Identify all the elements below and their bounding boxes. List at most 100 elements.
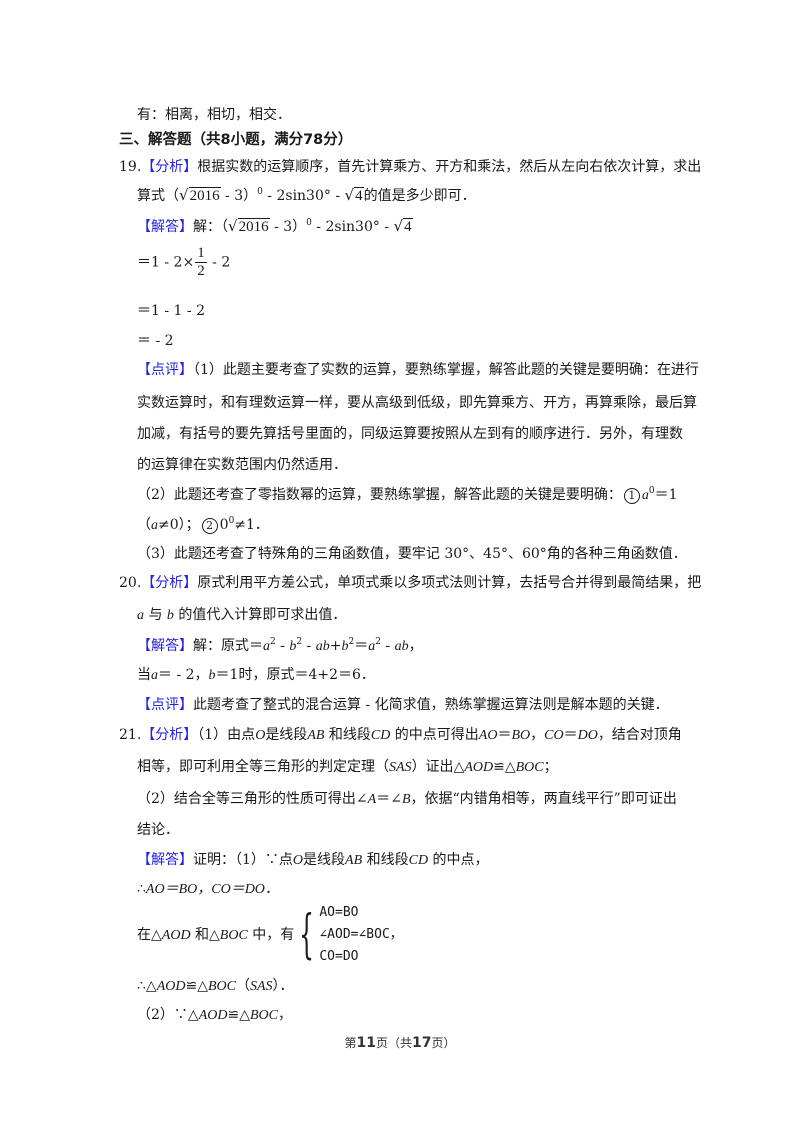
text: 的中点， bbox=[432, 852, 489, 868]
text: 和线段 bbox=[328, 727, 371, 743]
exponent: 0 bbox=[257, 187, 263, 197]
system-eq-1: AO=BO bbox=[319, 905, 359, 920]
sqrt-4: √4 bbox=[393, 217, 413, 235]
text: 是线段 bbox=[265, 727, 308, 743]
text: 是线段 bbox=[303, 852, 346, 868]
text: ≠1． bbox=[234, 517, 269, 533]
circled-one: 1 bbox=[623, 488, 640, 504]
q19-answer-line: 【解答】解：（√2016 - 3）0 - 2sin30° - √4 bbox=[137, 217, 413, 236]
text: 算式（ bbox=[137, 188, 179, 204]
q21-proof-line1: 【解答】证明：（1）∵点O是线段AB 和线段CD 的中点， bbox=[137, 852, 489, 868]
q21-proof-conclusion: ∴△AOD≌△BOC（SAS）． bbox=[137, 978, 294, 994]
therefore-symbol: ∴ bbox=[137, 881, 146, 897]
exponent: 0 bbox=[306, 218, 312, 228]
q21-proof-part2: （2）∵△AOD≌△BOC， bbox=[137, 1007, 292, 1023]
section-title: 三、解答题（共8小题，满分78分） bbox=[119, 132, 353, 148]
sqrt-4: √4 bbox=[344, 186, 364, 204]
var-a: a bbox=[137, 608, 144, 623]
previous-answer-tail: 有：相离，相切，相交． bbox=[137, 107, 291, 123]
text: 和线段 bbox=[366, 852, 409, 868]
text: 此题考查了整式的混合运算 - 化简求值，熟练掌握运算法则是解本题的关键． bbox=[193, 697, 669, 713]
q20-substitution: 当a＝ - 2，b＝1时，原式＝4+2＝6． bbox=[137, 666, 375, 685]
answer-label: 【解答】 bbox=[137, 219, 193, 235]
analysis-label: 【分析】 bbox=[141, 727, 198, 743]
q19-comment-1d: 的运算律在实数范围内仍然适用． bbox=[137, 457, 347, 473]
text: ≠0）； bbox=[158, 517, 200, 533]
q21-proof-line2: ∴AO＝BO，CO＝DO． bbox=[137, 880, 279, 899]
radicand: 4 bbox=[403, 218, 413, 235]
text: （2）此题还考查了零指数幂的运算，要熟练掌握，解答此题的关键是要明确： bbox=[137, 487, 622, 503]
text: 当 bbox=[137, 667, 151, 683]
circled-two: 2 bbox=[201, 518, 218, 534]
q19-step3: ＝ - 2 bbox=[137, 333, 174, 349]
q19-comment-1a: 【点评】（1）此题主要考查了实数的运算，要熟练掌握，解答此题的关键是要明确：在进… bbox=[137, 361, 699, 379]
text: 与 bbox=[144, 607, 167, 623]
text: （1）由点 bbox=[197, 727, 256, 743]
q19-analysis-line2: 算式（√2016 - 3）0 - 2sin30° - √4的值是多少即可． bbox=[137, 186, 476, 205]
text: - 2 bbox=[207, 254, 231, 271]
radicand: 2016 bbox=[237, 218, 270, 235]
q19-analysis-line1: 19.【分析】根据实数的运算顺序，首先计算乘方、开方和乘法，然后从左向右依次计算… bbox=[119, 158, 701, 176]
text: 在△ bbox=[137, 927, 162, 943]
text: ，依据“内错角相等，两直线平行”即可证出 bbox=[410, 791, 677, 807]
text: ＝1时，原式＝4+2＝6． bbox=[215, 667, 375, 683]
page-footer: 第11页（共17页） bbox=[0, 1034, 800, 1051]
q21-analysis-line2: 相等，即可利用全等三角形的判定定理（SAS）证出△AOD≌△BOC； bbox=[137, 759, 558, 775]
text: ＝ - 2， bbox=[158, 667, 209, 683]
text: 中，有 bbox=[252, 927, 295, 943]
text: ＝1 - 2× bbox=[137, 254, 195, 271]
q19-comment-1c: 加减，有括号的要先算括号里面的，同级运算要按照从左到有的顺序进行．另外，有理数 bbox=[137, 426, 683, 442]
comment-label: 【点评】 bbox=[137, 362, 193, 378]
answer-label: 【解答】 bbox=[137, 852, 193, 868]
text: 的值代入计算即可求出值． bbox=[173, 607, 347, 623]
text: 页） bbox=[431, 1036, 456, 1050]
var-b: b bbox=[208, 668, 216, 683]
q21-number: 21. bbox=[119, 727, 142, 743]
system-eq-3: CO=DO bbox=[319, 949, 359, 964]
q20-answer-line: 【解答】解：原式＝a2 - b2 - ab+b2＝a2 - ab， bbox=[137, 637, 423, 655]
q20-comment: 【点评】此题考查了整式的混合运算 - 化简求值，熟练掌握运算法则是解本题的关键． bbox=[137, 696, 669, 714]
system-eq-2: ∠AOD=∠BOC， bbox=[319, 927, 403, 942]
q19-step2: ＝1 - 1 - 2 bbox=[137, 303, 205, 319]
text: ，结合对顶角 bbox=[597, 727, 682, 743]
q20-analysis-line2: a 与 b 的值代入计算即可求出值． bbox=[137, 606, 346, 625]
q19-analysis-text: 根据实数的运算顺序，首先计算乘方、开方和乘法，然后从左向右依次计算，求出 bbox=[197, 159, 702, 175]
q21-proof-system: 在△AOD 和△BOC 中，有{ AO=BO ∠AOD=∠BOC， CO=DO bbox=[137, 902, 403, 968]
comment-label: 【点评】 bbox=[137, 697, 193, 713]
q20-analysis-line1: 20.【分析】原式利用平方差公式，单项式乘以多项式法则计算，去括号合并得到最简结… bbox=[119, 574, 701, 592]
text: 解：（ bbox=[193, 219, 228, 235]
text: 的中点可得出 bbox=[394, 727, 479, 743]
text: （1）此题主要考查了实数的运算，要熟练掌握，解答此题的关键是要明确：在进行 bbox=[193, 362, 699, 378]
q19-comment-3: （3）此题还考查了特殊角的三角函数值，要牢记 30°、45°、60°角的各种三角… bbox=[137, 546, 687, 562]
q20-number: 20. bbox=[119, 575, 142, 591]
page-number: 11 bbox=[356, 1035, 376, 1051]
var-a: a bbox=[151, 668, 158, 683]
text: 解：原式＝ bbox=[193, 638, 263, 654]
q21-analysis-line4: 结论． bbox=[137, 822, 179, 838]
text: - 2sin30° - bbox=[311, 219, 394, 235]
text: - 2sin30° - bbox=[262, 188, 345, 204]
text: - 3） bbox=[269, 219, 307, 235]
analysis-label: 【分析】 bbox=[141, 159, 198, 175]
numerator: 1 bbox=[195, 245, 207, 263]
radicand: 2016 bbox=[188, 187, 221, 204]
radicand: 4 bbox=[354, 187, 364, 204]
answer-label: 【解答】 bbox=[137, 638, 193, 654]
var-b: b bbox=[166, 608, 174, 623]
text: 原式利用平方差公式，单项式乘以多项式法则计算，去括号合并得到最简结果，把 bbox=[197, 575, 702, 591]
total-pages: 17 bbox=[412, 1035, 432, 1051]
q19-number: 19. bbox=[119, 159, 142, 175]
text: 证明：（1）∵点 bbox=[193, 852, 293, 868]
text: ＝∠ bbox=[376, 791, 402, 807]
text: （2）结合全等三角形的性质可得出∠ bbox=[137, 791, 368, 807]
text: ＝1 bbox=[654, 487, 678, 503]
q21-analysis-line1: 21.【分析】（1）由点O是线段AB 和线段CD 的中点可得出AO＝BO，CO＝… bbox=[119, 727, 682, 743]
sqrt-2016: √2016 bbox=[179, 186, 221, 204]
text: 第 bbox=[344, 1036, 357, 1050]
text: 的值是多少即可． bbox=[363, 188, 476, 204]
text: 页（共 bbox=[375, 1036, 412, 1050]
text: ）证出 bbox=[411, 759, 454, 775]
